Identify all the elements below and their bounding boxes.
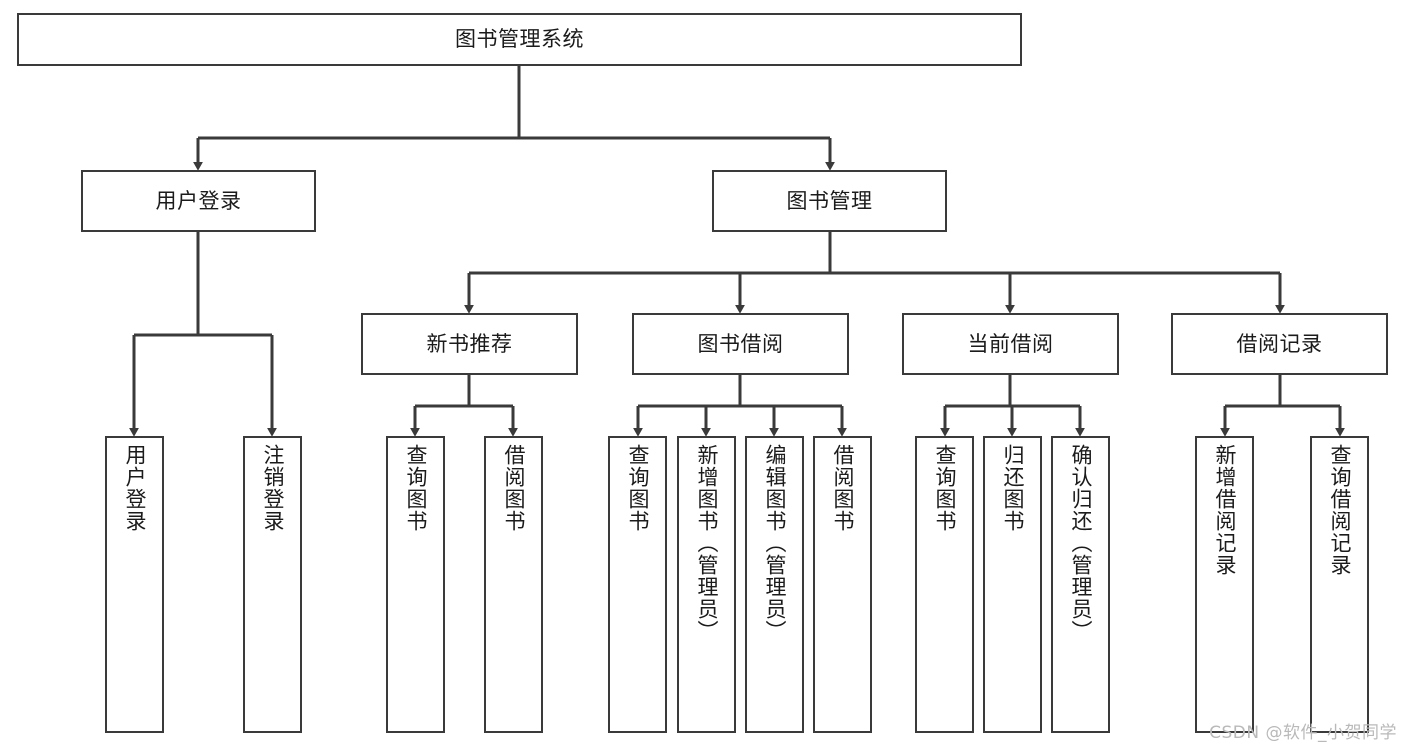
leaf-edit-book[interactable]: 编辑图书（管理员） [745, 436, 804, 733]
node-borrow-record-label: 借阅记录 [1236, 331, 1323, 356]
leaf-query-book-3[interactable]: 查询图书 [915, 436, 974, 733]
leaf-borrow-book-1-label: 借阅图书 [502, 444, 527, 532]
leaf-borrow-book-2[interactable]: 借阅图书 [813, 436, 872, 733]
node-borrow-record[interactable]: 借阅记录 [1171, 313, 1388, 375]
leaf-return-book[interactable]: 归还图书 [983, 436, 1042, 733]
leaf-confirm-return-label: 确认归还（管理员） [1069, 444, 1094, 642]
node-current-borrow[interactable]: 当前借阅 [902, 313, 1119, 375]
watermark-text: CSDN @软件_小贺同学 [1209, 723, 1397, 743]
leaf-query-record-label: 查询借阅记录 [1328, 444, 1353, 576]
node-user-login[interactable]: 用户登录 [81, 170, 316, 232]
node-new-book-recommendation-label: 新书推荐 [426, 331, 513, 356]
node-book-borrow-label: 图书借阅 [697, 331, 784, 356]
leaf-query-book-1-label: 查询图书 [404, 444, 429, 532]
node-root-label: 图书管理系统 [455, 27, 584, 52]
leaf-query-book-2-label: 查询图书 [626, 444, 651, 532]
leaf-user-login-label: 用户登录 [123, 444, 148, 532]
leaf-user-login[interactable]: 用户登录 [105, 436, 164, 733]
leaf-query-book-3-label: 查询图书 [933, 444, 958, 532]
leaf-add-record[interactable]: 新增借阅记录 [1195, 436, 1254, 733]
node-book-manage[interactable]: 图书管理 [712, 170, 947, 232]
leaf-logout-label: 注销登录 [261, 444, 286, 532]
node-root[interactable]: 图书管理系统 [17, 13, 1022, 66]
leaf-borrow-book-1[interactable]: 借阅图书 [484, 436, 543, 733]
leaf-add-record-label: 新增借阅记录 [1213, 444, 1238, 576]
leaf-edit-book-label: 编辑图书（管理员） [763, 444, 788, 642]
leaf-query-book-1[interactable]: 查询图书 [386, 436, 445, 733]
node-new-book-recommendation[interactable]: 新书推荐 [361, 313, 578, 375]
node-user-login-label: 用户登录 [155, 188, 242, 213]
leaf-return-book-label: 归还图书 [1001, 444, 1026, 532]
node-book-borrow[interactable]: 图书借阅 [632, 313, 849, 375]
leaf-add-book[interactable]: 新增图书（管理员） [677, 436, 736, 733]
leaf-query-record[interactable]: 查询借阅记录 [1310, 436, 1369, 733]
leaf-confirm-return[interactable]: 确认归还（管理员） [1051, 436, 1110, 733]
leaf-borrow-book-2-label: 借阅图书 [831, 444, 856, 532]
node-current-borrow-label: 当前借阅 [967, 331, 1054, 356]
node-book-manage-label: 图书管理 [786, 188, 873, 213]
leaf-query-book-2[interactable]: 查询图书 [608, 436, 667, 733]
leaf-add-book-label: 新增图书（管理员） [695, 444, 720, 642]
leaf-logout[interactable]: 注销登录 [243, 436, 302, 733]
